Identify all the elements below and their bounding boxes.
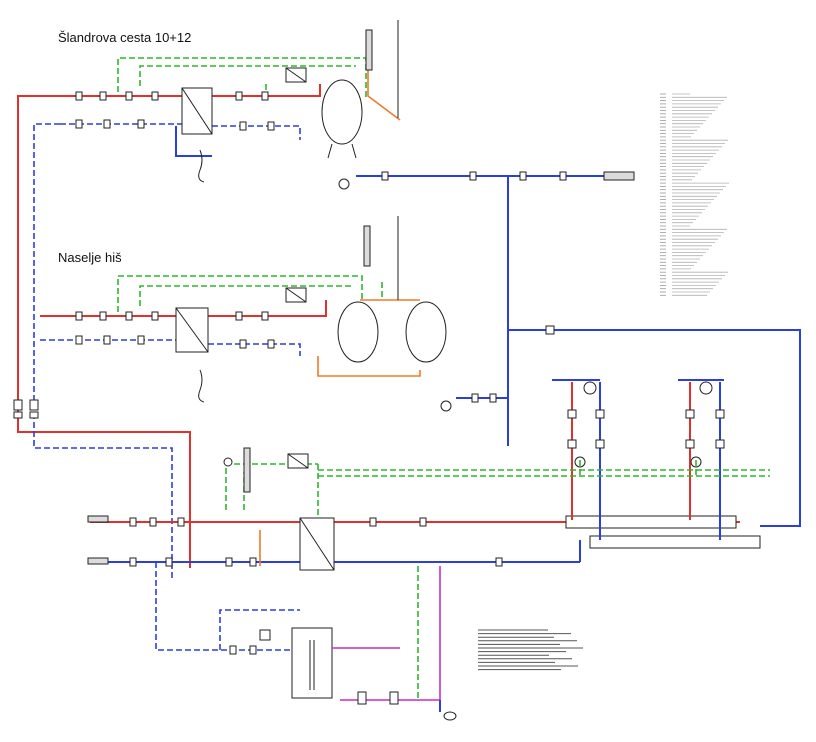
substation-naselje bbox=[40, 216, 508, 412]
mid-drain bbox=[198, 369, 205, 403]
circulation-2 bbox=[340, 566, 441, 701]
dhw-feed bbox=[155, 562, 292, 651]
consumer-2-pump bbox=[699, 381, 713, 395]
main-return-riser bbox=[33, 123, 173, 580]
plant-control-1 bbox=[225, 463, 318, 510]
section-title-slandrova: Šlandrova cesta 10+12 bbox=[58, 30, 192, 45]
section-title-naselje: Naselje hiš bbox=[58, 250, 122, 265]
cold-water-meter bbox=[603, 171, 635, 181]
consumer-1-pump bbox=[583, 381, 597, 395]
plant-gauge bbox=[223, 457, 233, 467]
right-return-loop bbox=[508, 329, 801, 527]
mid-control-line-2 bbox=[139, 285, 352, 306]
top-bypass bbox=[175, 126, 212, 157]
plant-valve-row bbox=[129, 517, 503, 655]
mid-valve-row bbox=[75, 311, 497, 403]
top-drain bbox=[198, 149, 205, 183]
top-chimney-stack bbox=[365, 29, 373, 71]
supply-inlet bbox=[87, 515, 109, 523]
riser-valves bbox=[13, 399, 39, 419]
consumer-valves bbox=[567, 409, 725, 468]
mid-chimney-stack bbox=[363, 225, 371, 267]
mid-storage-tank-2 bbox=[405, 301, 447, 363]
top-storage-tank bbox=[321, 79, 363, 145]
plant-expansion-vessel bbox=[443, 711, 457, 721]
distribution-headers bbox=[87, 510, 761, 565]
top-valve-row bbox=[75, 91, 567, 181]
mid-control-line-1 bbox=[117, 275, 363, 312]
top-dhw-line bbox=[367, 40, 401, 121]
substation-slandrova bbox=[60, 20, 635, 446]
plant-room bbox=[129, 447, 503, 721]
top-control-line-2 bbox=[139, 65, 356, 86]
mid-storage-tank-1 bbox=[337, 301, 379, 363]
dhw-storage-tank bbox=[291, 627, 333, 699]
main-riser-group bbox=[13, 95, 191, 580]
right-branch bbox=[318, 325, 801, 527]
notes-block bbox=[478, 629, 583, 671]
return-collector bbox=[589, 535, 761, 549]
top-secondary-supply bbox=[212, 84, 321, 97]
main-supply-riser bbox=[17, 95, 191, 568]
mid-secondary-return bbox=[208, 343, 301, 356]
mid-dhw-line bbox=[317, 356, 421, 377]
top-secondary-return bbox=[212, 125, 301, 140]
mid-pump bbox=[440, 400, 452, 412]
supply-collector bbox=[565, 515, 737, 529]
top-control-line-1 bbox=[117, 57, 367, 100]
legend-block bbox=[660, 93, 729, 296]
mid-secondary-supply bbox=[208, 300, 327, 317]
plant-chimney bbox=[243, 447, 251, 493]
top-pump bbox=[338, 178, 350, 190]
return-inlet bbox=[87, 557, 109, 565]
